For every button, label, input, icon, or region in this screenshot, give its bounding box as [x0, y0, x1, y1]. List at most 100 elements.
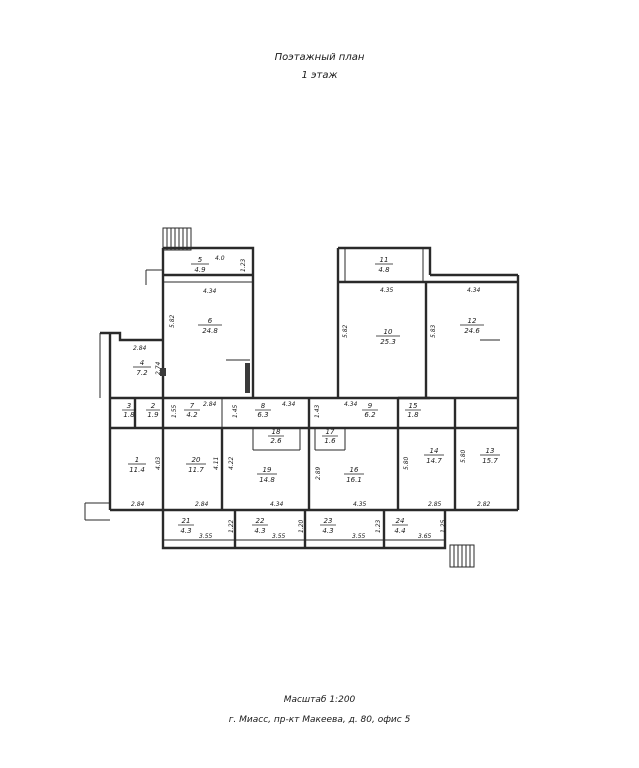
dimension-label: 1.45 — [232, 404, 239, 418]
room-number-14: 14 — [430, 447, 439, 455]
dimension-label: 2.82 — [477, 501, 491, 508]
room-number-22: 22 — [256, 517, 265, 525]
room-area-11: 4.8 — [378, 266, 390, 274]
room-number-7: 7 — [190, 402, 195, 410]
dimension-label: 4.34 — [344, 401, 358, 408]
dimension-label: 4.34 — [270, 501, 284, 508]
dimension-label: 3.55 — [199, 533, 213, 540]
room-number-19: 19 — [263, 466, 272, 474]
dimension-label: 4.03 — [155, 456, 162, 470]
room-area-1: 11.4 — [129, 466, 145, 474]
room-label-12: 12 24.6 — [460, 317, 484, 335]
room-label-13: 13 15.7 — [480, 447, 500, 465]
dimension-label: 3.65 — [418, 533, 432, 540]
dimension-label: 2.85 — [428, 501, 442, 508]
room-area-9: 6.2 — [364, 411, 376, 419]
dimension-label: 4.34 — [467, 287, 481, 294]
room-label-18: 18 2.6 — [268, 428, 284, 445]
dimension-label: 1.25 — [440, 519, 447, 533]
dimension-label: 4.0 — [215, 255, 225, 262]
room-area-12: 24.6 — [464, 327, 480, 335]
dimension-label: 1.23 — [375, 519, 382, 533]
room-number-13: 13 — [486, 447, 495, 455]
dimension-label: 1.20 — [298, 519, 305, 533]
dimension-label: 4.11 — [213, 457, 220, 470]
room-number-20: 20 — [192, 456, 201, 464]
room-label-21: 21 4.3 — [178, 517, 194, 535]
dimension-label: 3.55 — [352, 533, 366, 540]
room-label-7: 7 4.2 — [184, 402, 200, 419]
room-area-5: 4.9 — [194, 266, 206, 274]
room-label-19: 19 14.8 — [257, 466, 277, 484]
room-number-6: 6 — [208, 317, 213, 325]
room-label-5: 5 4.9 — [191, 256, 209, 274]
room-label-24: 24 4.4 — [392, 517, 408, 535]
room-number-12: 12 — [468, 317, 477, 325]
address-note: г. Миасс, пр-кт Макеева, д. 80, офис 5 — [228, 715, 411, 725]
room-number-23: 23 — [324, 517, 333, 525]
room-label-3: 3 1.8 — [122, 402, 136, 419]
room-label-2: 2 1.9 — [146, 402, 160, 419]
room-area-6: 24.8 — [202, 327, 218, 335]
bottom-stair — [449, 544, 475, 568]
room-area-18: 2.6 — [270, 437, 282, 445]
dimension-label: 1.55 — [171, 404, 178, 418]
room-label-14: 14 14.7 — [424, 447, 444, 465]
room-area-2: 1.9 — [147, 411, 159, 419]
dimension-label: 4.22 — [228, 456, 235, 470]
room-area-4: 7.2 — [136, 369, 148, 377]
dimension-label: 5.82 — [169, 314, 176, 328]
room-label-22: 22 4.3 — [252, 517, 268, 535]
room-area-7: 4.2 — [186, 411, 198, 419]
dimension-label: 4.34 — [282, 401, 296, 408]
dimension-labels: 4.0 1.23 4.34 5.82 2.84 2.74 4.35 5.82 4… — [131, 255, 491, 540]
dimension-label: 2.84 — [203, 401, 217, 408]
dimension-label: 5.83 — [430, 324, 437, 338]
room-label-10: 10 25.3 — [376, 328, 400, 346]
dimension-label: 4.35 — [380, 287, 394, 294]
room-number-1: 1 — [135, 456, 139, 464]
dimension-label: 1.22 — [228, 519, 235, 533]
scale-note: Масштаб 1:200 — [283, 695, 356, 705]
room-area-14: 14.7 — [426, 457, 442, 465]
dimension-label: 2.89 — [315, 466, 322, 480]
room-number-15: 15 — [409, 402, 418, 410]
dimension-label: 2.74 — [155, 361, 162, 375]
dimension-label: 5.80 — [403, 456, 410, 470]
plan-subtitle: 1 этаж — [301, 70, 338, 81]
dimension-label: 4.34 — [203, 288, 217, 295]
room-number-24: 24 — [396, 517, 405, 525]
room-area-16: 16.1 — [346, 476, 362, 484]
room-number-5: 5 — [198, 256, 203, 264]
room-number-2: 2 — [151, 402, 156, 410]
room-number-17: 17 — [326, 428, 335, 436]
room-number-9: 9 — [368, 402, 373, 410]
room-label-8: 8 6.3 — [255, 402, 271, 419]
room-number-4: 4 — [140, 359, 144, 367]
dimension-label: 3.55 — [272, 533, 286, 540]
room-label-1: 1 11.4 — [128, 456, 146, 474]
dimension-label: 5.80 — [460, 449, 467, 463]
room-area-24: 4.4 — [394, 527, 405, 535]
outer-walls — [84, 246, 520, 550]
dimension-label: 1.23 — [240, 258, 247, 272]
room-area-8: 6.3 — [257, 411, 268, 419]
plan-title: Поэтажный план — [274, 52, 365, 63]
room-area-20: 11.7 — [188, 466, 204, 474]
dimension-label: 4.35 — [353, 501, 367, 508]
room-label-6: 6 24.8 — [198, 317, 222, 335]
room-area-17: 1.6 — [324, 437, 336, 445]
dimension-label: 2.84 — [133, 345, 147, 352]
room-number-18: 18 — [272, 428, 281, 436]
room-area-15: 1.8 — [407, 411, 419, 419]
room-label-4: 4 7.2 — [133, 359, 151, 377]
room-area-10: 25.3 — [380, 338, 396, 346]
room-area-21: 4.3 — [180, 527, 191, 535]
dimension-label: 1.43 — [314, 404, 321, 418]
room-area-19: 14.8 — [259, 476, 275, 484]
room-area-13: 15.7 — [482, 457, 498, 465]
room-labels: 1 11.4 2 1.9 3 1.8 4 7.2 5 — [122, 256, 500, 535]
room-area-22: 4.3 — [254, 527, 265, 535]
